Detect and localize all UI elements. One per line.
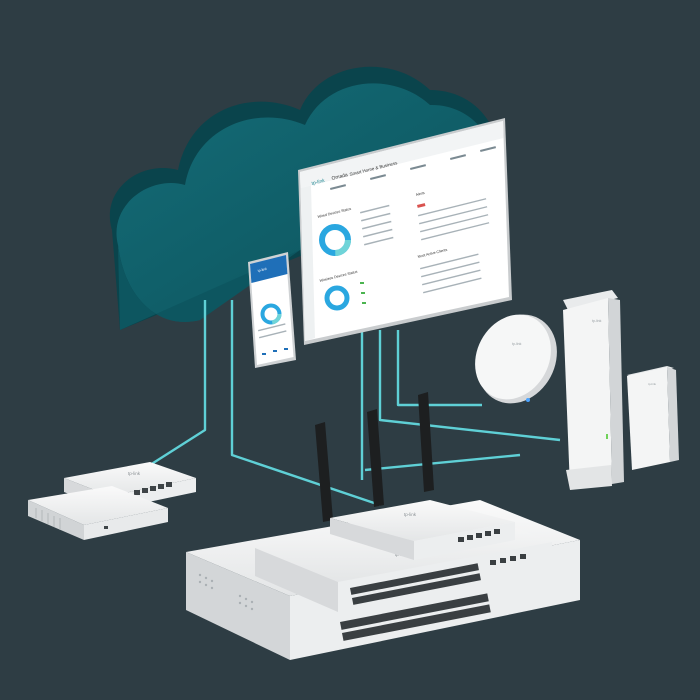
router-antenna-brand: tp-link <box>404 512 417 517</box>
tablet-stat-row <box>329 146 497 190</box>
gateway <box>28 486 168 540</box>
phone-brand-logo: tp-link <box>257 267 267 273</box>
ap-ceiling-brand: tp-link <box>512 342 522 346</box>
widget-title: Most Active Clients <box>417 248 448 259</box>
tablet: tp-link Omada Smart Home & Business Wire… <box>298 118 512 345</box>
tablet-nav-item[interactable]: Omada <box>331 172 349 182</box>
ap-outdoor-brand: tp-link <box>592 319 602 323</box>
tablet-widget-clients: Most Active Clients <box>417 248 482 294</box>
tablet-widget-alerts: Alerts <box>415 191 490 241</box>
ap-wall-brand: tp-link <box>648 382 657 386</box>
phone: tp-link <box>248 252 296 368</box>
router-brand: tp-link <box>128 471 141 476</box>
access-point-ceiling: tp-link <box>475 314 557 404</box>
widget-title: Alerts <box>415 191 425 197</box>
router-with-antennas: tp-link <box>315 392 515 560</box>
access-point-outdoor: tp-link <box>563 290 624 490</box>
access-point-wall: tp-link <box>627 366 679 470</box>
network-cables <box>149 300 561 507</box>
tablet-brand-logo: tp-link <box>311 178 326 187</box>
